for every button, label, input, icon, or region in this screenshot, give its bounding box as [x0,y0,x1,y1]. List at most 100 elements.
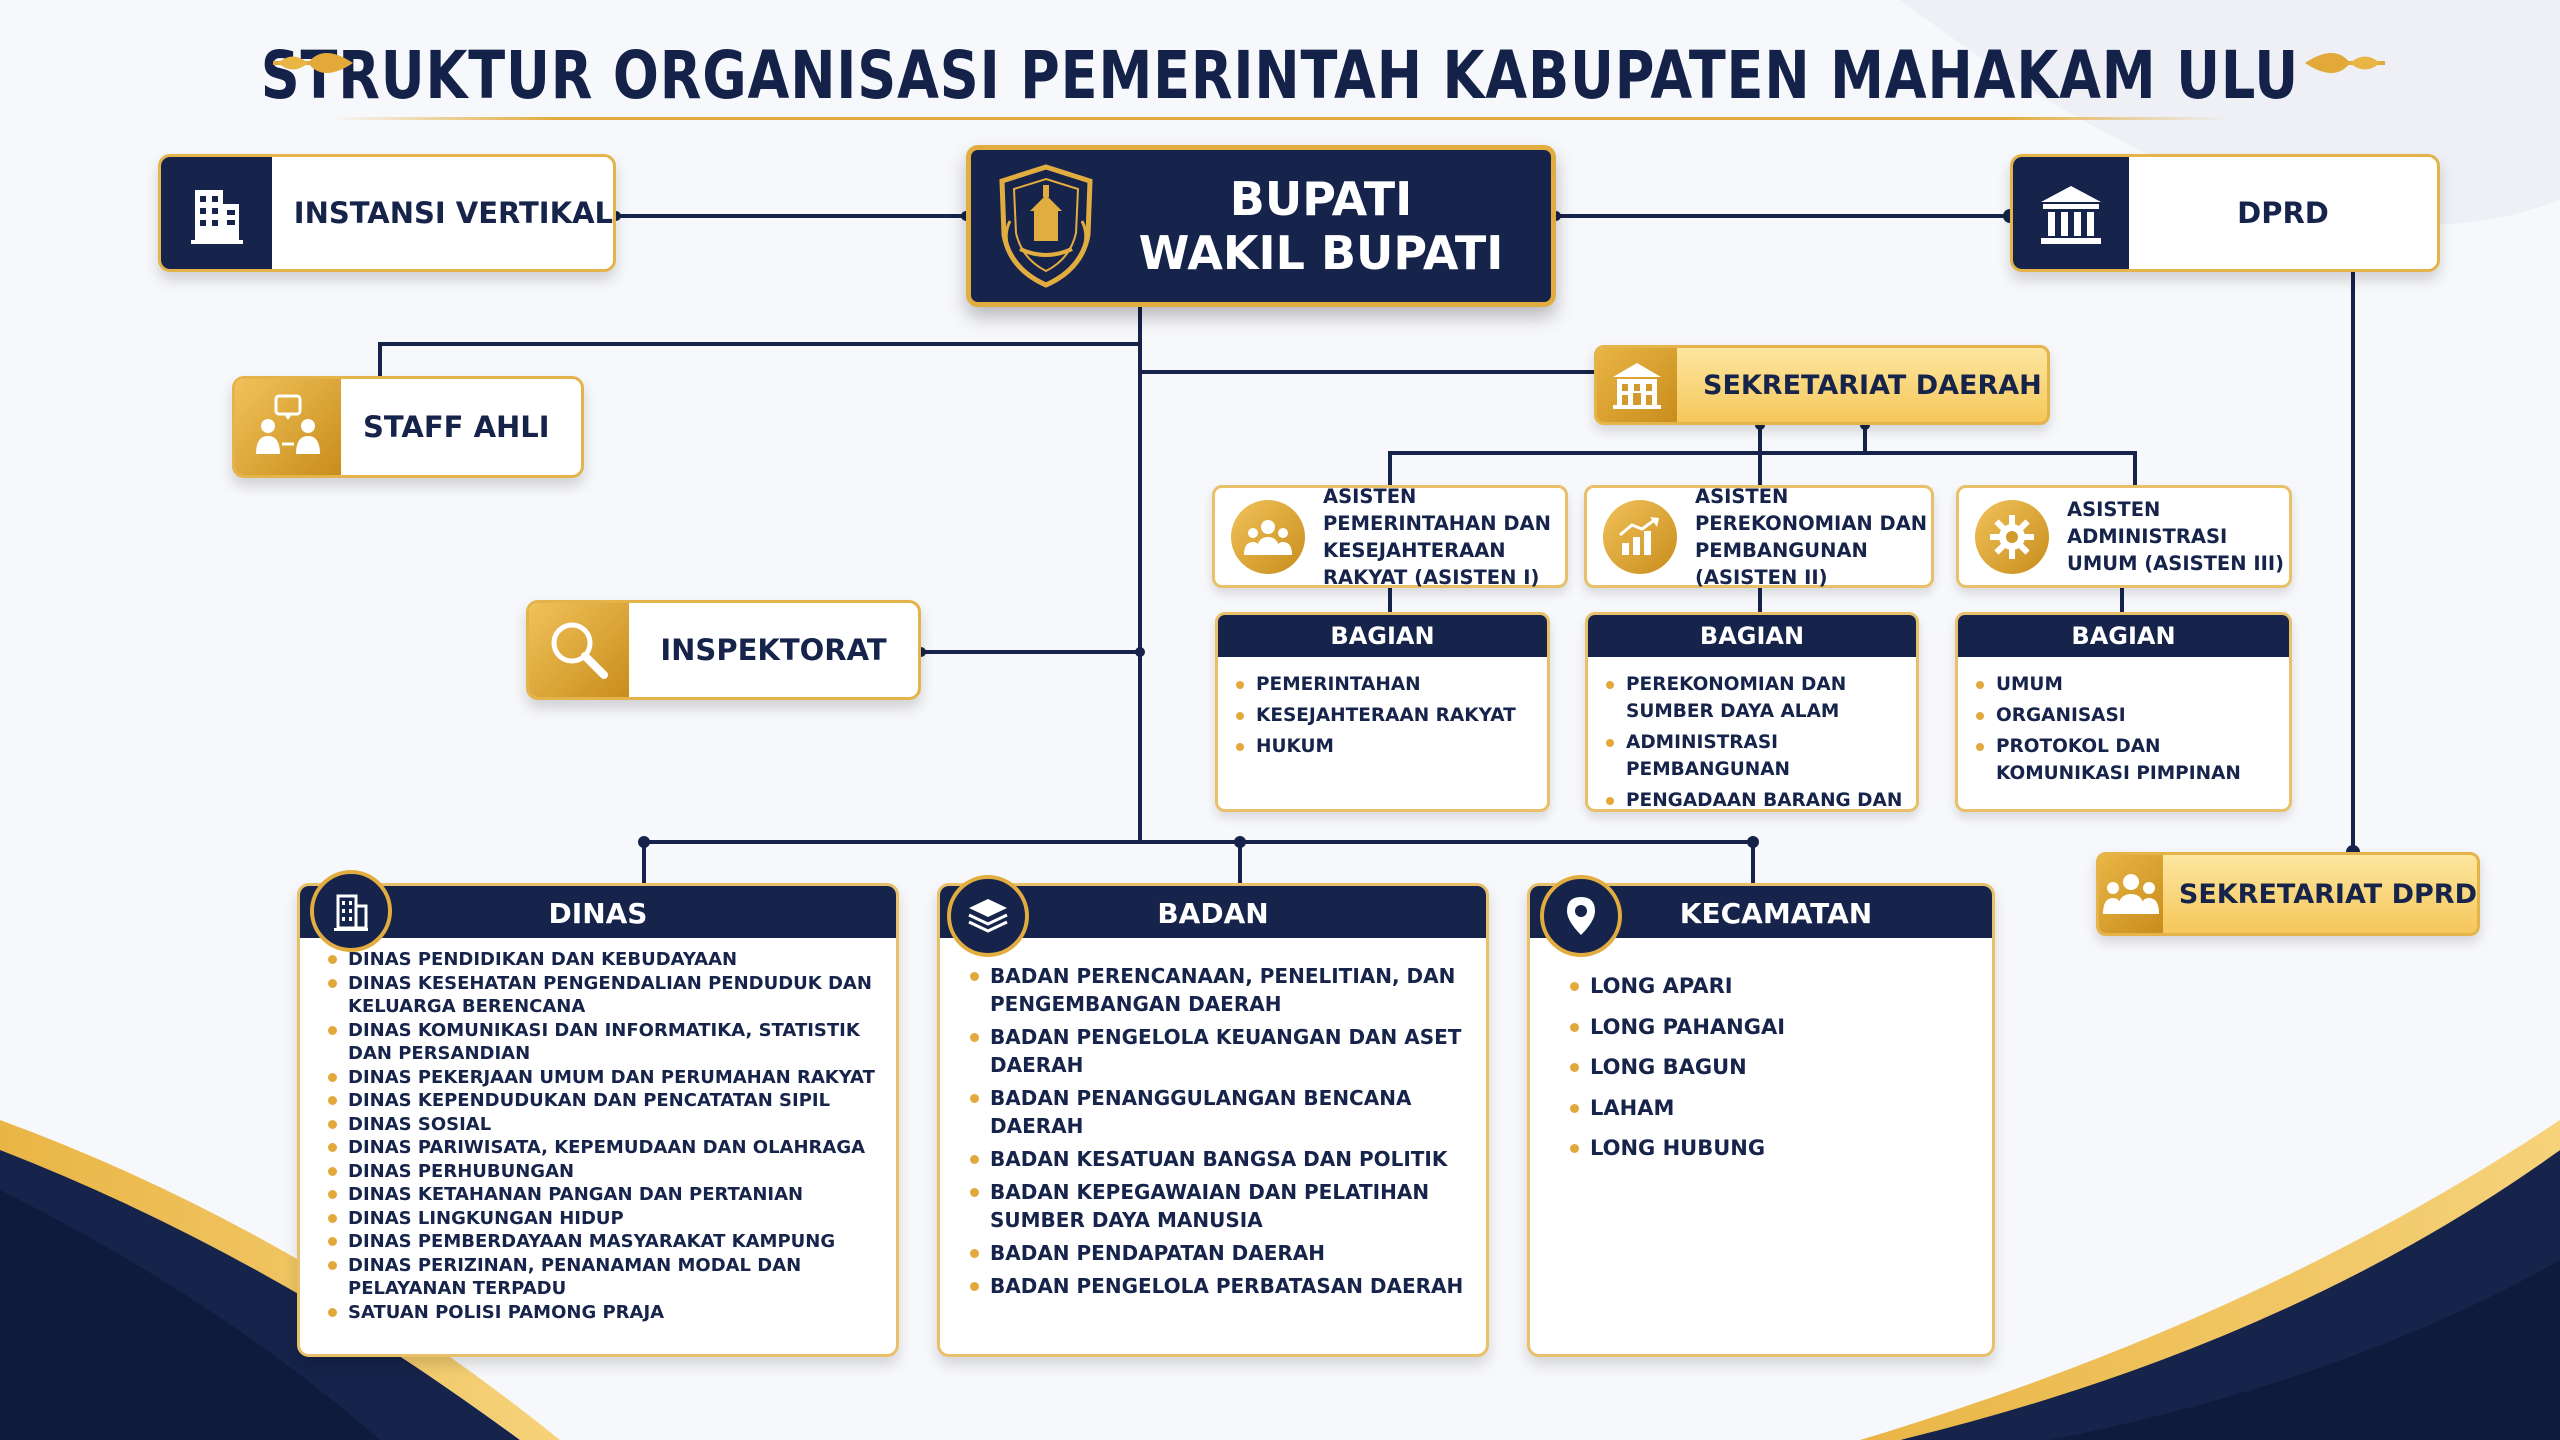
asisten-3-label: ASISTEN ADMINISTRASI UMUM (ASISTEN III) [2067,498,2285,575]
asisten-1-icon-circle [1231,499,1305,574]
bagian-3-header: BAGIAN [1958,615,2289,657]
dinas-icon-circle [310,870,392,952]
inspektorat-box[interactable]: INSPEKTORAT [526,600,921,700]
list-item: LAHAM [1570,1094,1980,1122]
list-item: DINAS PERHUBUNGAN [328,1160,884,1184]
sekda-icon-panel [1597,348,1677,422]
list-item: DINAS PEMBERDAYAAN MASYARAKAT KAMPUNG [328,1230,884,1254]
list-item: DINAS KETAHANAN PANGAN DAN PERTANIAN [328,1183,884,1207]
asisten-3-box[interactable]: ASISTEN ADMINISTRASI UMUM (ASISTEN III) [1956,485,2292,588]
dinas-box: DINAS DINAS PENDIDIKAN DAN KEBUDAYAAN DI… [297,883,899,1357]
list-item: DINAS KOMUNIKASI DAN INFORMATIKA, STATIS… [328,1019,884,1066]
list-item: BADAN PERENCANAAN, PENELITIAN, DAN PENGE… [970,962,1474,1018]
title-bar: STRUKTUR ORGANISASI PEMERINTAH KABUPATEN… [0,20,2560,130]
list-item: UMUM [1976,671,2289,698]
list-item: LONG APARI [1570,972,1980,1000]
sekretariat-dprd-label: SEKRETARIAT DPRD [2178,878,2477,910]
building-icon [191,190,244,244]
sekretariat-dprd-icon-panel [2099,855,2163,933]
bagian-1-box: BAGIAN PEMERINTAHAN KESEJAHTERAAN RAKYAT… [1215,612,1550,812]
sekretariat-daerah-box[interactable]: SEKRETARIAT DAERAH [1594,345,2050,425]
list-item: PENGADAAN BARANG DAN JASA [1606,787,1916,809]
list-item: LONG BAGUN [1570,1053,1980,1081]
asisten-2-icon-circle [1603,499,1677,574]
list-item: DINAS PEKERJAAN UMUM DAN PERUMAHAN RAKYA… [328,1066,884,1090]
asisten-1-box[interactable]: ASISTEN PEMERINTAHAN DAN KESEJAHTERAAN R… [1212,484,1568,589]
kecamatan-icon-circle [1540,875,1622,957]
badan-header: BADAN [940,886,1486,938]
list-item: DINAS KEPENDUDUKAN DAN PENCATATAN SIPIL [328,1089,884,1113]
wakil-bupati-title: WAKIL BUPATI [1138,226,1504,280]
list-item: PEMERINTAHAN [1236,671,1547,698]
asisten-3-icon-circle [1975,499,2049,574]
list-item: BADAN PENANGGULANGAN BENCANA DAERAH [970,1084,1474,1140]
staff-ahli-box[interactable]: STAFF AHLI [232,376,584,478]
list-item: DINAS SOSIAL [328,1113,884,1137]
gear-icon [1990,514,2034,559]
asisten-1-label: ASISTEN PEMERINTAHAN DAN KESEJAHTERAAN R… [1323,484,1551,589]
bagian-2-header: BAGIAN [1588,615,1916,657]
instansi-vertikal-label: INSTANSI VERTIKAL [293,196,613,230]
list-item: BADAN PENGELOLA PERBATASAN DAERAH [970,1272,1474,1300]
instansi-vertikal-box[interactable]: INSTANSI VERTIKAL [158,154,616,272]
list-item: SATUAN POLISI PAMONG PRAJA [328,1301,884,1325]
bagian-2-list: PEREKONOMIAN DAN SUMBER DAYA ALAM ADMINI… [1588,657,1916,809]
inspektorat-icon-panel [529,603,629,697]
kecamatan-list: LONG APARI LONG PAHANGAI LONG BAGUN LAHA… [1530,938,1992,1162]
sekretariat-dprd-box[interactable]: SEKRETARIAT DPRD [2096,852,2480,936]
layers-icon [968,899,1008,933]
bagian-1-header: BAGIAN [1218,615,1547,657]
parliament-icon [2041,186,2101,244]
asisten-2-label: ASISTEN PEREKONOMIAN DAN PEMBANGUNAN (AS… [1695,484,1928,589]
list-item: PROTOKOL DAN KOMUNIKASI PIMPINAN [1976,733,2289,787]
list-item: BADAN KEPEGAWAIAN DAN PELATIHAN SUMBER D… [970,1178,1474,1234]
left-ornament-icon [273,53,353,73]
dprd-box[interactable]: DPRD [2010,154,2440,272]
dprd-label: DPRD [2237,196,2329,230]
bagian-1-list: PEMERINTAHAN KESEJAHTERAAN RAKYAT HUKUM [1218,657,1547,760]
page-title: STRUKTUR ORGANISASI PEMERINTAH KABUPATEN… [260,36,2300,114]
list-item: LONG HUBUNG [1570,1134,1980,1162]
list-item: DINAS KESEHATAN PENGENDALIAN PENDUDUK DA… [328,972,884,1019]
list-item: DINAS PENDIDIKAN DAN KEBUDAYAAN [328,948,884,972]
dinas-header: DINAS [300,886,896,938]
title-underline [330,117,2230,120]
list-item: BADAN PENDAPATAN DAERAH [970,1239,1474,1267]
list-item: HUKUM [1236,733,1547,760]
bagian-3-list: UMUM ORGANISASI PROTOKOL DAN KOMUNIKASI … [1958,657,2289,787]
list-item: BADAN PENGELOLA KEUANGAN DAN ASET DAERAH [970,1023,1474,1079]
bagian-3-box: BAGIAN UMUM ORGANISASI PROTOKOL DAN KOMU… [1955,612,2292,812]
list-item: ADMINISTRASI PEMBANGUNAN [1606,729,1916,783]
building-icon [334,894,368,931]
list-item: ORGANISASI [1976,702,2289,729]
badan-icon-circle [947,875,1029,957]
right-ornament-icon [2305,53,2385,73]
bupati-label: BUPATI WAKIL BUPATI [1121,172,1551,280]
badan-list: BADAN PERENCANAAN, PENELITIAN, DAN PENGE… [940,938,1486,1300]
list-item: DINAS PERIZINAN, PENANAMAN MODAL DAN PEL… [328,1254,884,1301]
bagian-2-box: BAGIAN PEREKONOMIAN DAN SUMBER DAYA ALAM… [1585,612,1919,812]
list-item: DINAS PARIWISATA, KEPEMUDAAN DAN OLAHRAG… [328,1136,884,1160]
dprd-icon-panel [2013,157,2129,269]
inspektorat-label: INSPEKTORAT [660,633,887,667]
kecamatan-box: KECAMATAN LONG APARI LONG PAHANGAI LONG … [1527,883,1995,1357]
dinas-list: DINAS PENDIDIKAN DAN KEBUDAYAAN DINAS KE… [300,938,896,1324]
instansi-icon-panel [161,157,272,269]
emblem-panel [971,150,1121,302]
office-building-icon [1613,363,1661,409]
bupati-box[interactable]: BUPATI WAKIL BUPATI [966,145,1556,307]
list-item: BADAN KESATUAN BANGSA DAN POLITIK [970,1145,1474,1173]
list-item: KESEJAHTERAAN RAKYAT [1236,702,1547,729]
regency-emblem-icon [999,164,1093,288]
asisten-2-box[interactable]: ASISTEN PEREKONOMIAN DAN PEMBANGUNAN (AS… [1584,484,1934,589]
staff-ahli-icon-panel [235,379,341,475]
list-item: DINAS LINGKUNGAN HIDUP [328,1207,884,1231]
location-pin-icon [1567,897,1595,935]
staff-ahli-label: STAFF AHLI [363,410,550,444]
magnifier-icon [551,622,608,679]
group-icon [2102,874,2159,914]
list-item: PEREKONOMIAN DAN SUMBER DAYA ALAM [1606,671,1916,725]
growth-chart-icon [1619,516,1659,555]
badan-box: BADAN BADAN PERENCANAAN, PENELITIAN, DAN… [937,883,1489,1357]
